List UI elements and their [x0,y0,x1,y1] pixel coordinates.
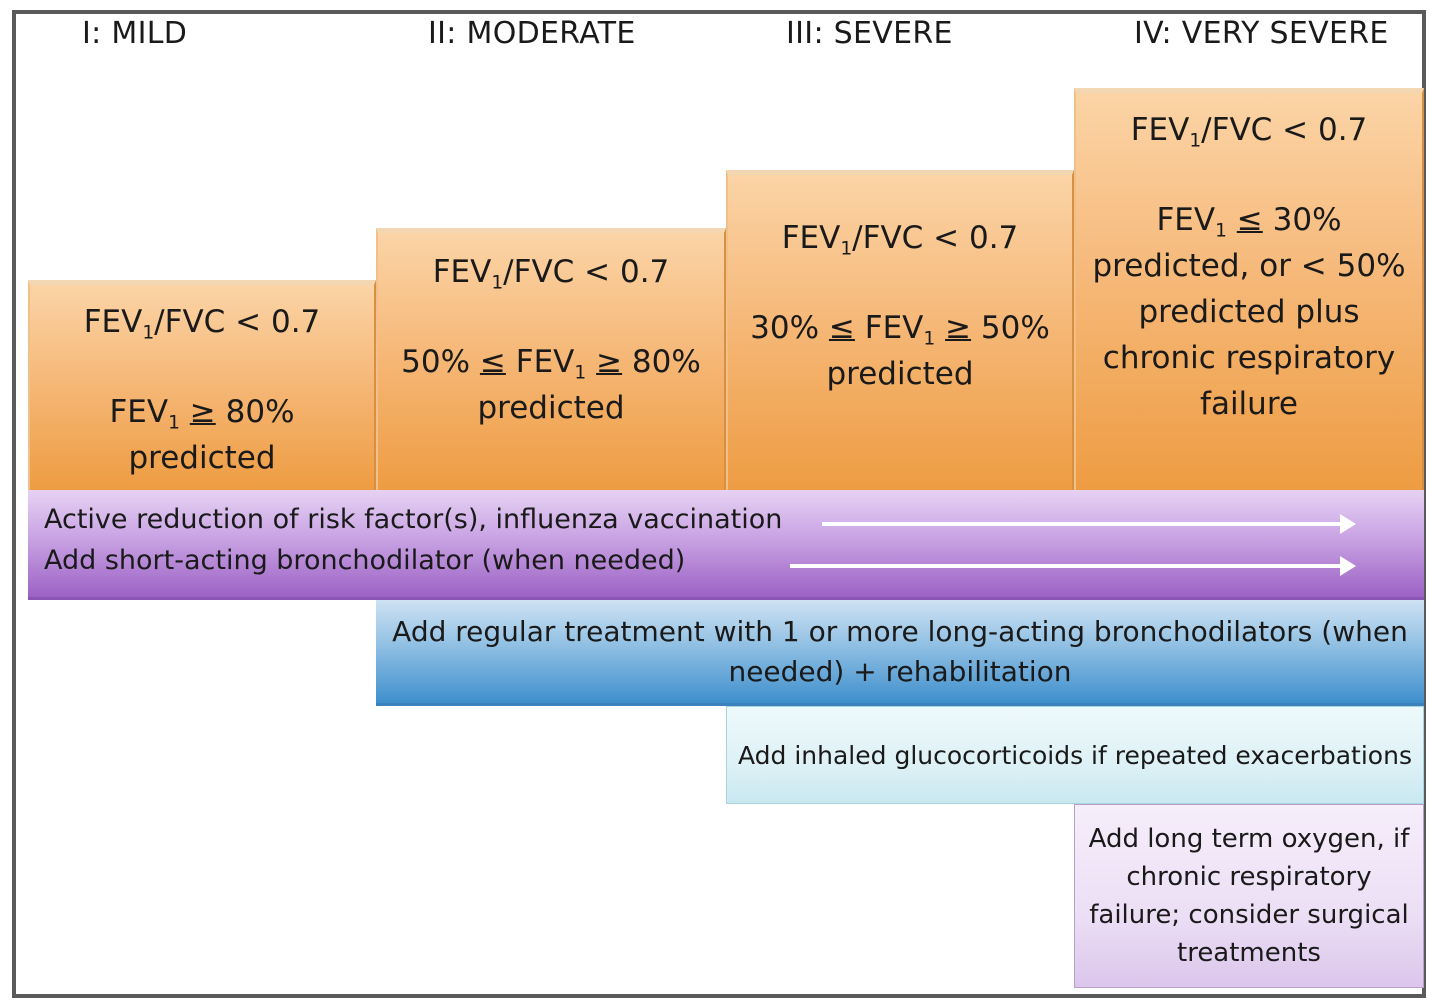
treatment-risk-reduction: Active reduction of risk factor(s), infl… [44,504,783,535]
predicted-label: predicted [477,390,625,426]
treatment-short-acting: Add short-acting bronchodilator (when ne… [44,545,686,576]
criterion-line: predicted plus [1138,294,1360,330]
ratio-criterion: FEV1/FVC < 0.7 [1130,112,1368,152]
ratio-criterion: FEV1/FVC < 0.7 [432,254,670,294]
treatment-band-very-severe: Add long term oxygen, if chronic respira… [1074,804,1424,988]
fev1-criterion: FEV1 ≤ 30% [1156,202,1342,242]
criterion-line: failure [1200,386,1298,422]
ratio-criterion: FEV1/FVC < 0.7 [781,220,1019,260]
arrow-right-icon [822,514,1356,534]
stage-title-very-severe: IV: VERY SEVERE [1134,16,1389,51]
treatment-band-severe-up: Add inhaled glucocorticoids if repeated … [726,706,1424,804]
stage-title-mild: I: MILD [82,16,188,51]
stage-box-very-severe: FEV1/FVC < 0.7 FEV1 ≤ 30% predicted, or … [1074,88,1424,490]
stage-box-severe: FEV1/FVC < 0.7 30% ≤ FEV1 ≥ 50% predicte… [726,170,1074,490]
stage-box-moderate: FEV1/FVC < 0.7 50% ≤ FEV1 ≥ 80% predicte… [376,228,726,490]
treatment-band-all-stages: Active reduction of risk factor(s), infl… [28,490,1424,600]
stage-box-mild: FEV1/FVC < 0.7 FEV1 ≥ 80% predicted [28,280,376,490]
treatment-band-moderate-up: Add regular treatment with 1 or more lon… [376,600,1424,706]
criterion-line: predicted, or < 50% [1092,248,1406,284]
stage-title-severe: III: SEVERE [786,16,953,51]
criterion-line: chronic respiratory [1102,340,1396,376]
fev1-criterion: 50% ≤ FEV1 ≥ 80% [401,344,701,384]
fev1-criterion: 30% ≤ FEV1 ≥ 50% [750,310,1050,350]
predicted-label: predicted [826,356,974,392]
stage-title-moderate: II: MODERATE [428,16,636,51]
arrow-right-icon [790,556,1356,576]
fev1-criterion: FEV1 ≥ 80% [109,394,295,434]
ratio-criterion: FEV1/FVC < 0.7 [83,304,321,344]
predicted-label: predicted [128,440,276,476]
